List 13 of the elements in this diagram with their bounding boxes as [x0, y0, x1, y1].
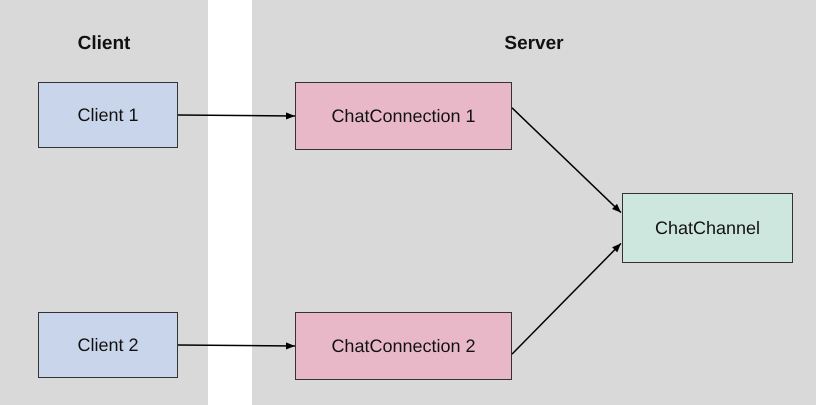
process-box: ChatChannel	[622, 193, 793, 263]
arrow	[511, 107, 622, 214]
process-box: ChatConnection 1	[295, 82, 512, 150]
panel-title: Server	[503, 32, 565, 56]
group-panel	[252, 0, 816, 405]
panel-title: Client	[76, 32, 132, 56]
process-box: ChatConnection 2	[295, 312, 512, 380]
arrow	[511, 242, 622, 355]
process-box: Client 2	[38, 312, 178, 378]
arrow	[178, 342, 295, 350]
group-panel	[0, 0, 208, 405]
process-box: Client 1	[38, 82, 178, 148]
arrow	[178, 112, 295, 120]
